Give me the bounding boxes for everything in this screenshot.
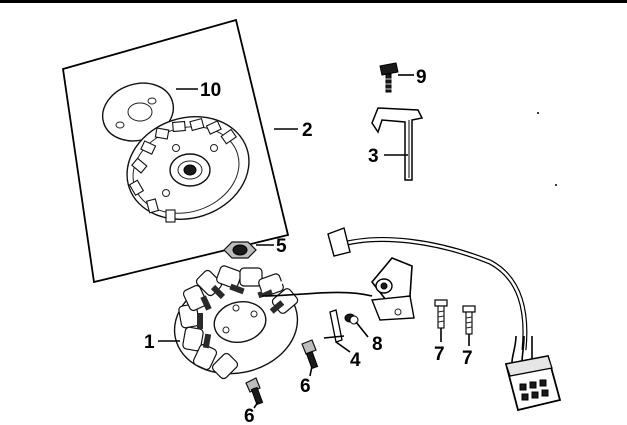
bracket-part-3 [371,107,424,181]
callout-6-upper: 6 [300,376,311,397]
leader-lines [158,74,470,409]
callout-3: 3 [368,146,379,167]
screw-part-6a [301,339,319,370]
harness-connector [504,354,562,412]
callout-5: 5 [276,236,287,257]
callout-7-right: 7 [462,348,473,369]
callout-6-lower: 6 [244,406,255,425]
top-border [0,0,627,3]
flywheel-part-2 [126,116,250,223]
screw-part-7a [434,299,448,329]
screw-part-6b [245,377,264,406]
bolt-part-9 [379,62,399,93]
callout-10: 10 [200,80,221,101]
pickup-sensor [370,257,415,321]
callout-labels: 10 2 9 3 5 1 4 8 6 6 7 7 [144,67,473,425]
stray-dot [555,184,557,186]
callout-9: 9 [416,67,427,88]
stator-part-1 [173,265,299,380]
wire-harness [261,227,533,363]
callout-4: 4 [350,350,361,371]
nut-part-5 [223,241,257,259]
clip-part-4 [323,309,345,343]
stray-dot [537,112,539,114]
screw-part-7b [462,305,476,335]
callout-1: 1 [144,332,155,353]
callout-8: 8 [372,334,383,355]
callout-7-left: 7 [434,344,445,365]
callout-2: 2 [302,120,313,141]
